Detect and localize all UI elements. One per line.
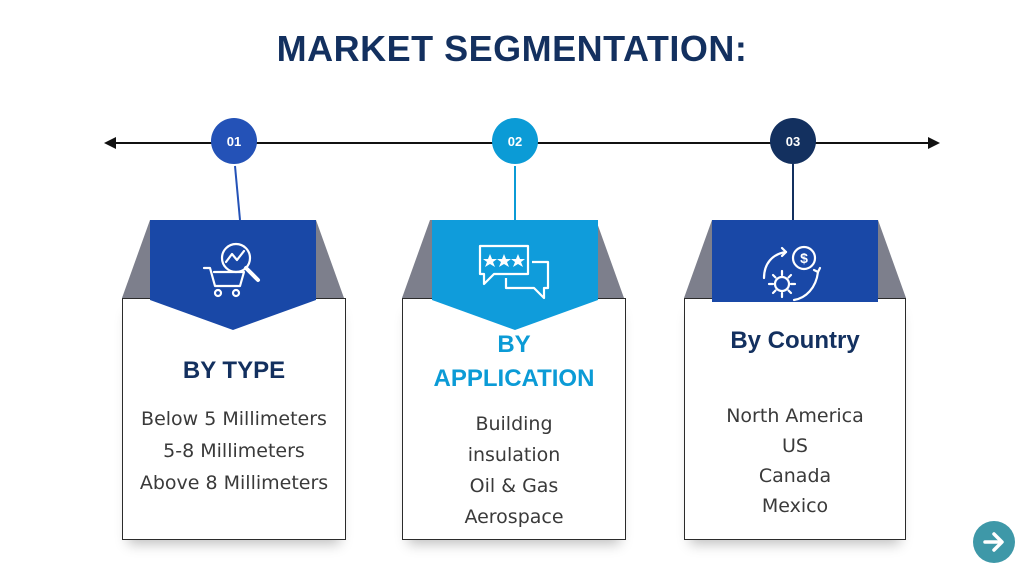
timeline-marker-01: 01 [211, 118, 257, 164]
segment-card-application: BY APPLICATION Building insulation Oil &… [402, 298, 626, 540]
segment-heading-line1: BY [497, 331, 531, 358]
list-item: insulation [467, 444, 561, 466]
list-item: Above 8 Millimeters [139, 472, 329, 494]
card-3-ribbon [712, 220, 878, 302]
connector-1 [234, 165, 241, 221]
segment-list: North America US Canada Mexico [685, 401, 905, 521]
segment-card-type: BY TYPE Below 5 Millimeters 5-8 Millimet… [122, 298, 346, 540]
marker-label: 02 [507, 133, 523, 149]
segment-card-country: By Country North America US Canada Mexic… [684, 298, 906, 540]
card-1-ribbon [150, 220, 316, 330]
marker-label: 01 [226, 133, 242, 149]
timeline-left-arrow [104, 137, 116, 149]
list-item: Building [475, 413, 553, 435]
list-item: Oil & Gas [469, 475, 559, 497]
svg-text:$: $ [800, 250, 808, 266]
dollar-gear-cycle-icon: $ [762, 245, 822, 302]
marker-label: 03 [785, 133, 801, 149]
list-item: Mexico [761, 495, 829, 517]
list-item: Below 5 Millimeters [141, 408, 327, 430]
list-item: 5-8 Millimeters [163, 440, 305, 462]
timeline-right-arrow [928, 137, 940, 149]
arrow-right-icon [983, 532, 1004, 552]
timeline-marker-02: 02 [492, 118, 538, 164]
list-item: North America [726, 405, 864, 427]
list-item: Aerospace [464, 506, 564, 528]
rating-chat-bubbles-icon [478, 244, 550, 300]
list-item: US [782, 435, 808, 457]
segment-list: Building insulation Oil & Gas Aerospace [403, 409, 625, 533]
segment-heading: By Country [730, 327, 860, 354]
magnifier-chart-cart-icon [202, 242, 260, 298]
segment-heading: BY TYPE [182, 357, 286, 384]
segment-heading-line2: APPLICATION [433, 365, 595, 392]
timeline-marker-03: 03 [770, 118, 816, 164]
list-item: Canada [758, 465, 832, 487]
next-slide-button[interactable] [973, 521, 1015, 563]
segment-list: Below 5 Millimeters 5-8 Millimeters Abov… [123, 403, 345, 499]
page-title: MARKET SEGMENTATION: [276, 28, 748, 69]
